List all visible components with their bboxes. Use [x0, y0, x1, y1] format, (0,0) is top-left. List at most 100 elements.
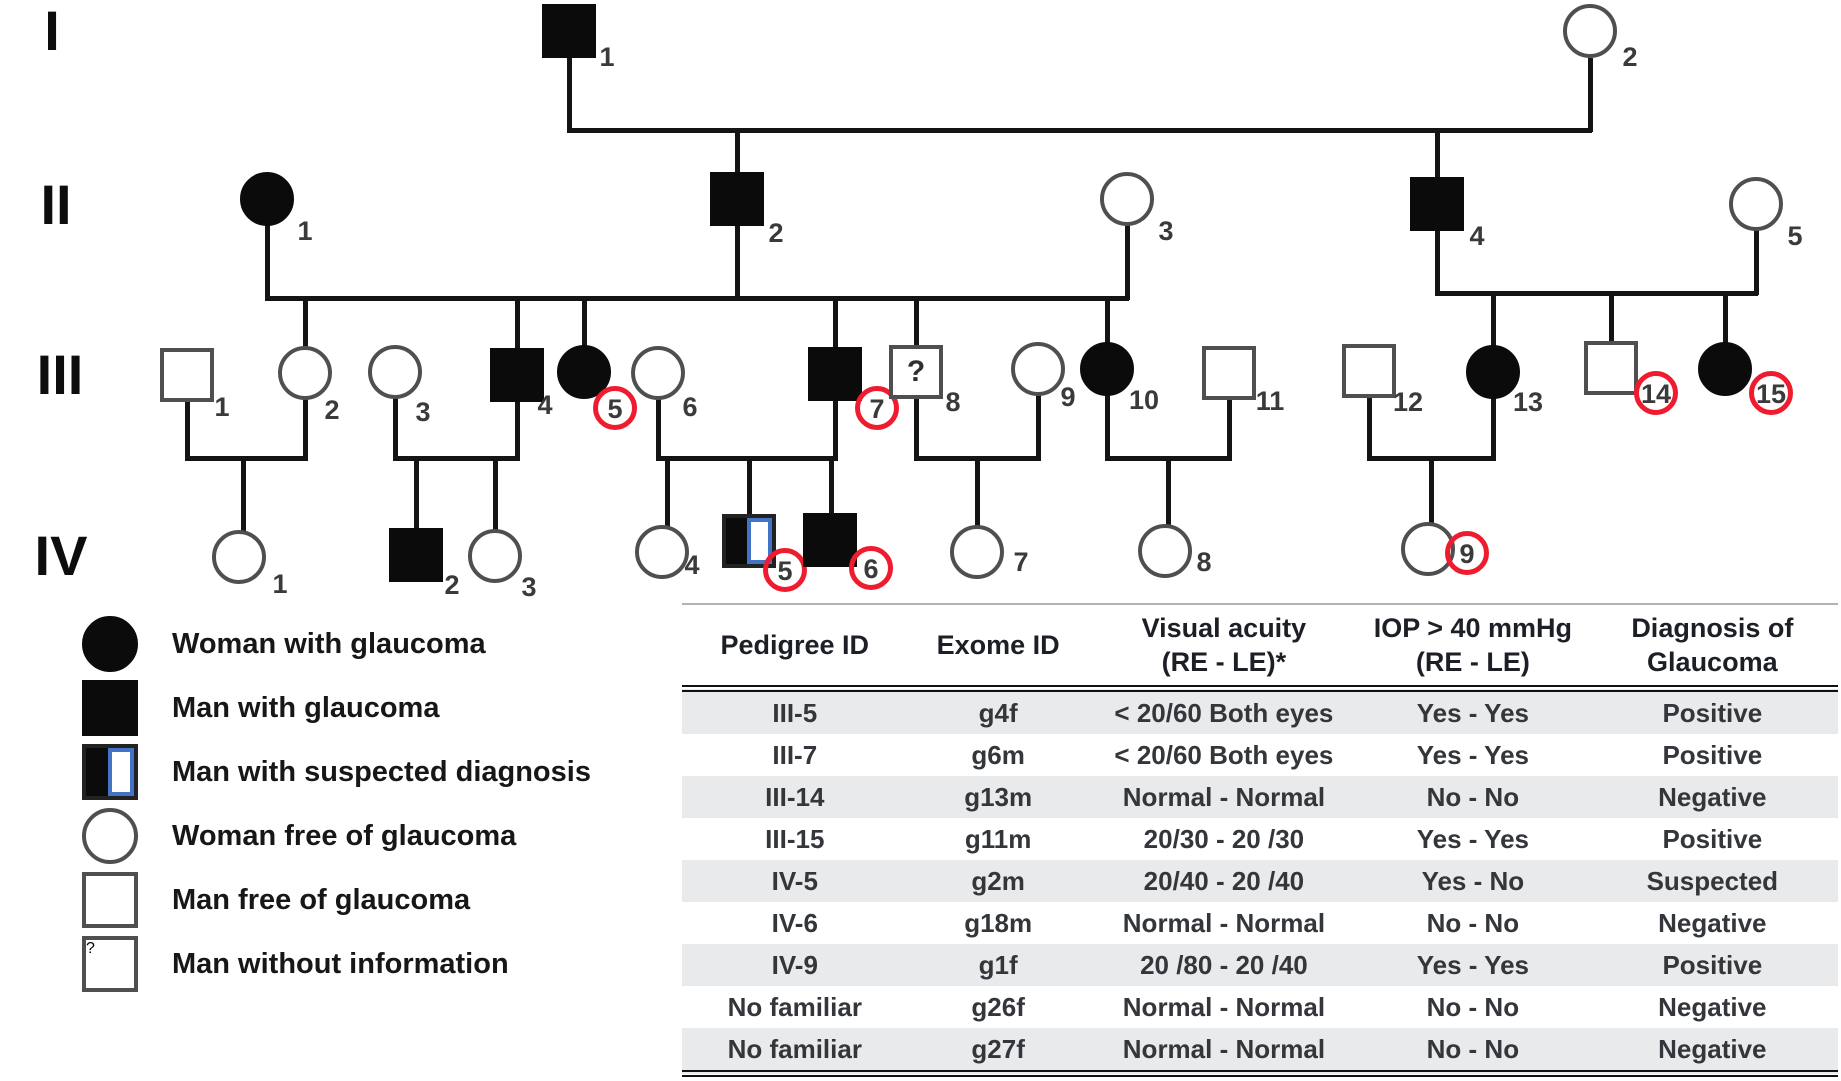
table-cell: Normal - Normal: [1122, 1033, 1326, 1064]
table-cell: No - No: [1426, 1033, 1520, 1064]
descent-line: [1105, 296, 1110, 346]
descent-line: [1036, 394, 1041, 461]
table-cell: IV-6: [771, 907, 818, 938]
table-cell: g11m: [964, 823, 1032, 854]
sequenced-individual-number: 5: [763, 548, 807, 592]
descent-line: [303, 296, 308, 350]
column-header-line1: Diagnosis of: [1631, 613, 1794, 643]
relationship-line: [393, 456, 519, 461]
legend-item: Woman with glaucoma: [62, 612, 591, 676]
pedigree-individual: [1698, 342, 1752, 396]
column-header-line2: Glaucoma: [1647, 647, 1778, 677]
legend-item: Man free of glaucoma: [62, 868, 591, 932]
sequenced-individual-number: 7: [855, 386, 899, 430]
individual-number: 2: [324, 395, 340, 425]
male-unaffected-symbol: [82, 872, 138, 928]
descent-line: [656, 398, 661, 461]
pedigree-individual: [1100, 172, 1154, 226]
column-header-line1: IOP > 40 mmHg: [1373, 613, 1573, 643]
pedigree-individual: [368, 345, 422, 399]
table-cell: III-7: [772, 739, 818, 770]
pedigree-individual: [808, 347, 862, 401]
generation-label: I: [44, 0, 60, 62]
pedigree-individual: [240, 172, 294, 226]
pedigree-individual: [468, 529, 522, 583]
descent-line: [1166, 456, 1171, 528]
individual-number: 7: [1013, 547, 1029, 577]
relationship-line: [185, 456, 307, 461]
column-header: Exome ID: [908, 604, 1089, 689]
pedigree-individual: [1138, 524, 1192, 578]
table-cell: IV-9: [771, 949, 818, 980]
descent-line: [241, 456, 246, 533]
generation-label: IV: [34, 524, 88, 587]
table-cell: g26f: [971, 991, 1025, 1022]
individual-number: 10: [1128, 385, 1160, 415]
table-cell: No - No: [1426, 907, 1520, 938]
descent-line: [1429, 456, 1434, 526]
descent-line: [1435, 128, 1440, 180]
individual-number: 6: [682, 392, 698, 422]
descent-line: [1367, 396, 1372, 461]
column-header: Pedigree ID: [682, 604, 908, 689]
legend-label: Woman free of glaucoma: [172, 819, 517, 852]
column-header-line1: Exome ID: [936, 630, 1060, 660]
sequenced-individual-number: 15: [1749, 371, 1793, 415]
table-cell: Suspected: [1646, 865, 1779, 896]
individual-number: 4: [684, 550, 700, 580]
legend-label: Man with suspected diagnosis: [172, 755, 591, 788]
table-cell: g27f: [971, 1033, 1025, 1064]
column-header: Diagnosis of Glaucoma: [1587, 604, 1838, 689]
individual-number: 9: [1060, 382, 1076, 412]
descent-line: [1723, 291, 1728, 346]
individual-number: 1: [297, 216, 313, 246]
descent-line: [1125, 224, 1130, 300]
descent-line: [265, 224, 270, 300]
individual-number: 1: [272, 569, 288, 599]
legend-label: Man with glaucoma: [172, 691, 440, 724]
table-cell: III-14: [765, 781, 825, 812]
individual-number: 5: [1787, 221, 1803, 251]
table-cell: 20/40 - 20 /40: [1143, 865, 1305, 896]
table-cell: g2m: [971, 865, 1025, 896]
male-suspected-symbol: [82, 744, 138, 800]
legend-symbol-box: [62, 680, 158, 736]
pedigree-individual: [542, 4, 596, 58]
pedigree-individual: [635, 525, 689, 579]
descent-line: [833, 399, 838, 461]
pedigree-individual: [212, 530, 266, 584]
descent-line: [1491, 397, 1496, 461]
descent-line: [975, 456, 980, 528]
descent-line: [1105, 394, 1110, 461]
legend-item: Man with glaucoma: [62, 676, 591, 740]
descent-line: [747, 456, 752, 517]
individual-number: 12: [1392, 387, 1424, 417]
individual-number: 11: [1255, 386, 1285, 416]
descent-line: [303, 398, 308, 461]
table-cell: Normal - Normal: [1122, 907, 1326, 938]
relationship-line: [567, 128, 1592, 133]
individual-number: 3: [521, 572, 537, 602]
pedigree-individual: ?: [889, 345, 943, 399]
table-cell: 20/30 - 20 /30: [1143, 823, 1305, 854]
table-cell: Positive: [1662, 949, 1763, 980]
table-cell: < 20/60 Both eyes: [1114, 697, 1334, 728]
column-header-line2: (RE - LE): [1415, 647, 1530, 677]
female-affected-symbol: [82, 616, 138, 672]
pedigree-individual: [803, 513, 857, 567]
descent-line: [515, 296, 520, 352]
table-cell: Negative: [1658, 991, 1767, 1022]
pedigree-individual: [278, 346, 332, 400]
female-unaffected-symbol: [82, 808, 138, 864]
table-cell: g1f: [978, 949, 1018, 980]
generation-label: II: [40, 173, 72, 236]
table-cell: No familiar: [727, 1033, 862, 1064]
pedigree-individual: [1080, 342, 1134, 396]
